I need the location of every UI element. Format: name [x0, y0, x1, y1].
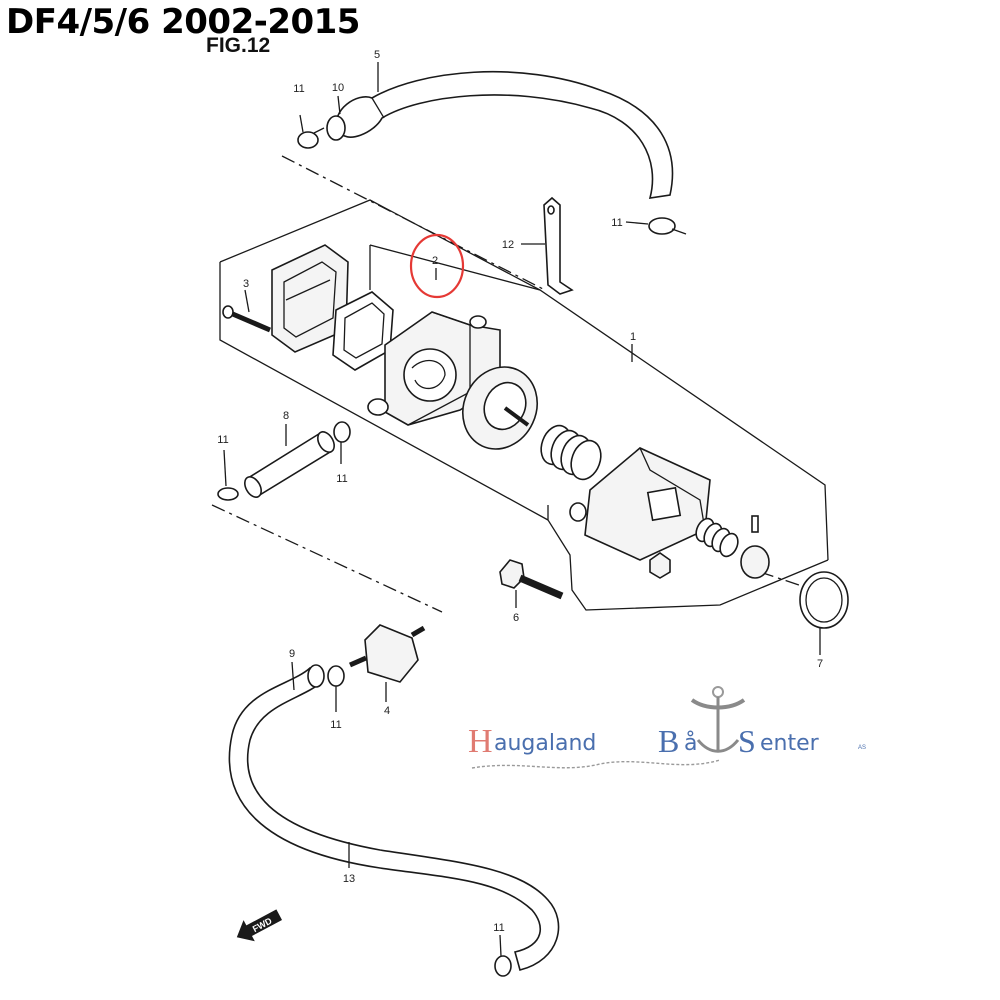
callout-1: 1 [630, 331, 636, 343]
callout-11-f: 11 [493, 922, 504, 934]
o-ring-part-7 [799, 571, 849, 655]
clip-11-pipe-right [333, 421, 351, 464]
callout-8: 8 [283, 410, 289, 422]
logo-initial-b: B [658, 723, 679, 759]
diaphragm [462, 366, 538, 450]
fwd-arrow: FWD [236, 909, 283, 942]
pipe-part-8 [244, 424, 335, 498]
assembly-outline [219, 199, 829, 611]
dash-leaders [211, 155, 809, 613]
anchor-icon [690, 686, 746, 753]
callout-7: 7 [817, 658, 823, 670]
callout-6: 6 [513, 612, 519, 624]
clip-11-bottom [494, 934, 512, 977]
logo-word-2: å [684, 730, 697, 756]
callout-11-c: 11 [217, 434, 228, 446]
callout-11-b: 11 [611, 217, 622, 229]
callout-12: 12 [502, 239, 514, 251]
screw-part-3 [222, 289, 271, 333]
page-title: DF4/5/6 2002-2015 [6, 2, 360, 42]
bracket-part-12 [521, 196, 574, 295]
logo-suffix: AS [858, 745, 866, 751]
check-valve-spring [695, 515, 770, 579]
hose-part-5 [326, 70, 674, 199]
callout-9: 9 [289, 648, 295, 660]
figure-label: FIG.12 [206, 34, 271, 57]
logo-word-3: enter [760, 731, 820, 756]
clip-11-filter [327, 665, 345, 712]
logo-initial-h: H [468, 723, 493, 760]
logo-word-1: augaland [494, 731, 596, 756]
clip-11-top-left [297, 114, 325, 149]
callout-4: 4 [384, 705, 390, 717]
hose-part-13 [228, 661, 560, 971]
dealer-logo: H augaland B å S enter AS [468, 686, 866, 769]
bolt-part-6 [499, 559, 564, 608]
highlight-circle [409, 233, 465, 299]
fuel-filter-part-4 [348, 624, 426, 702]
callout-11-d: 11 [336, 473, 347, 485]
callout-13: 13 [343, 873, 355, 885]
callout-10: 10 [332, 82, 344, 94]
hex-nut [649, 552, 671, 579]
clip-11-top-right [625, 217, 687, 235]
clip-11-pipe-left [217, 449, 239, 501]
callout-5: 5 [374, 49, 380, 61]
callout-11-e: 11 [330, 719, 341, 731]
pump-spring [540, 424, 602, 481]
logo-initial-s: S [738, 723, 756, 759]
callout-2: 2 [432, 255, 438, 267]
callout-11-a: 11 [293, 83, 304, 95]
pump-cover [569, 447, 711, 561]
callout-3: 3 [243, 278, 249, 290]
